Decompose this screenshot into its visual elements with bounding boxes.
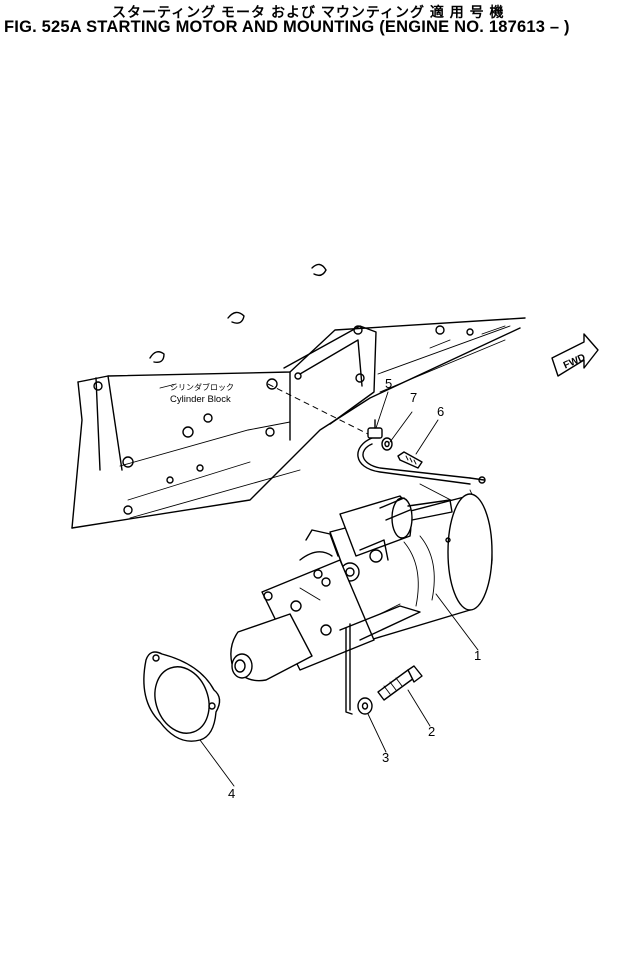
part-1-starting-motor — [230, 493, 493, 715]
figure-title-english: FIG. 525A STARTING MOTOR AND MOUNTING (E… — [4, 18, 570, 36]
cylinder-block-label-japanese: シリンダブロック — [170, 382, 234, 392]
callout-2: 2 — [428, 724, 435, 739]
part-7-washer — [381, 437, 393, 451]
callout-6: 6 — [437, 404, 444, 419]
part-6-bolt — [397, 451, 423, 469]
figure-title-japanese: スターティング モータ および マウンティング 適 用 号 機 — [112, 4, 505, 20]
cylinder-block — [71, 263, 526, 529]
callout-3: 3 — [382, 750, 389, 765]
part-2-bolt — [377, 665, 423, 701]
callout-1: 1 — [474, 648, 481, 663]
fwd-arrow-icon: FWD — [551, 333, 599, 377]
callout-5: 5 — [385, 376, 392, 391]
part-3-washer — [357, 697, 373, 715]
cylinder-block-label-english: Cylinder Block — [170, 394, 231, 405]
callout-4: 4 — [228, 786, 235, 801]
callout-7: 7 — [410, 390, 417, 405]
part-5-terminal-bolt — [367, 419, 383, 439]
part-4-gasket — [143, 651, 221, 742]
